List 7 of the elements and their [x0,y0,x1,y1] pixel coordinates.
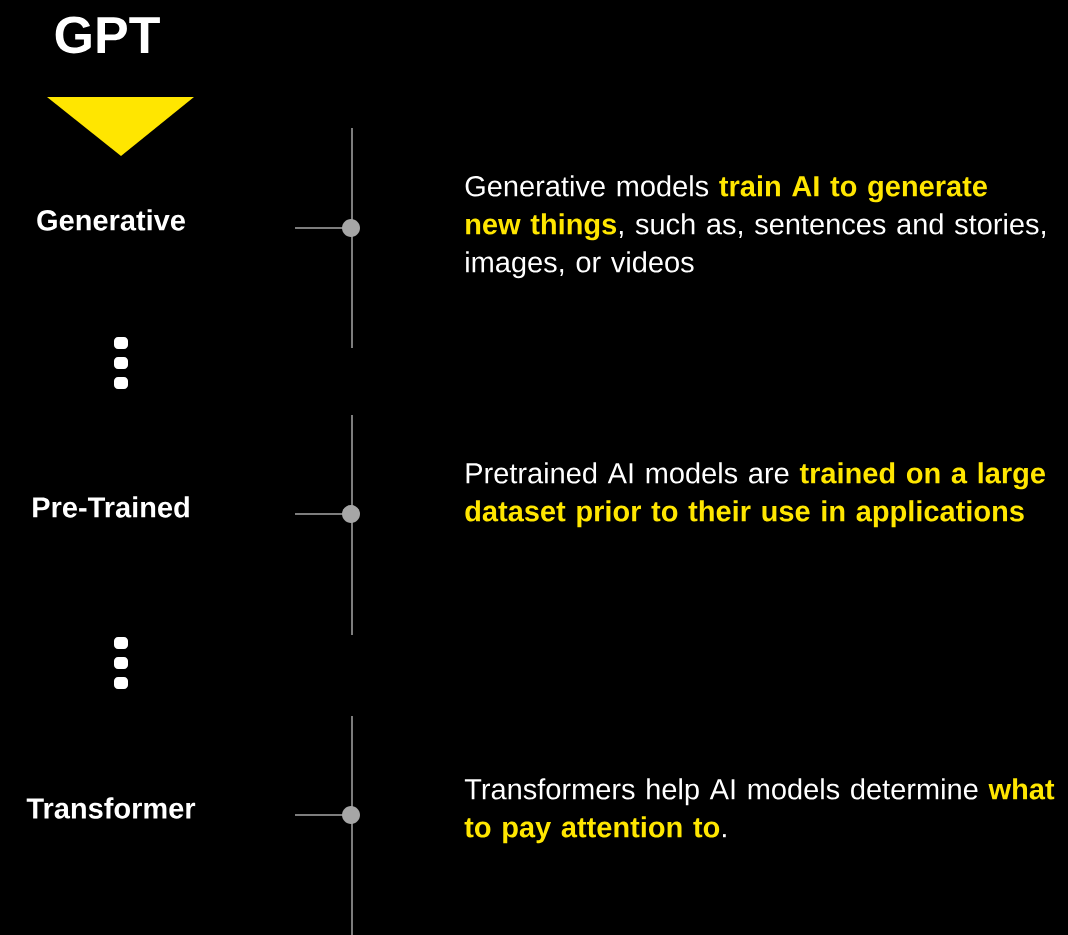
term-label: Generative [37,209,185,231]
term-label: Transformer [26,797,196,819]
description-text: Pretrained AI models are trained on a large dataset prior to their use in applications [465,462,1045,528]
title: GPT [55,16,160,54]
description-text: Transformers help AI models determine what to pay attention to. [464,778,1055,844]
description-text: Generative models train AI to generate new things, such as, sentences and stories, images, or videos [465,175,1045,279]
term-label: Pre-Trained [33,496,189,518]
